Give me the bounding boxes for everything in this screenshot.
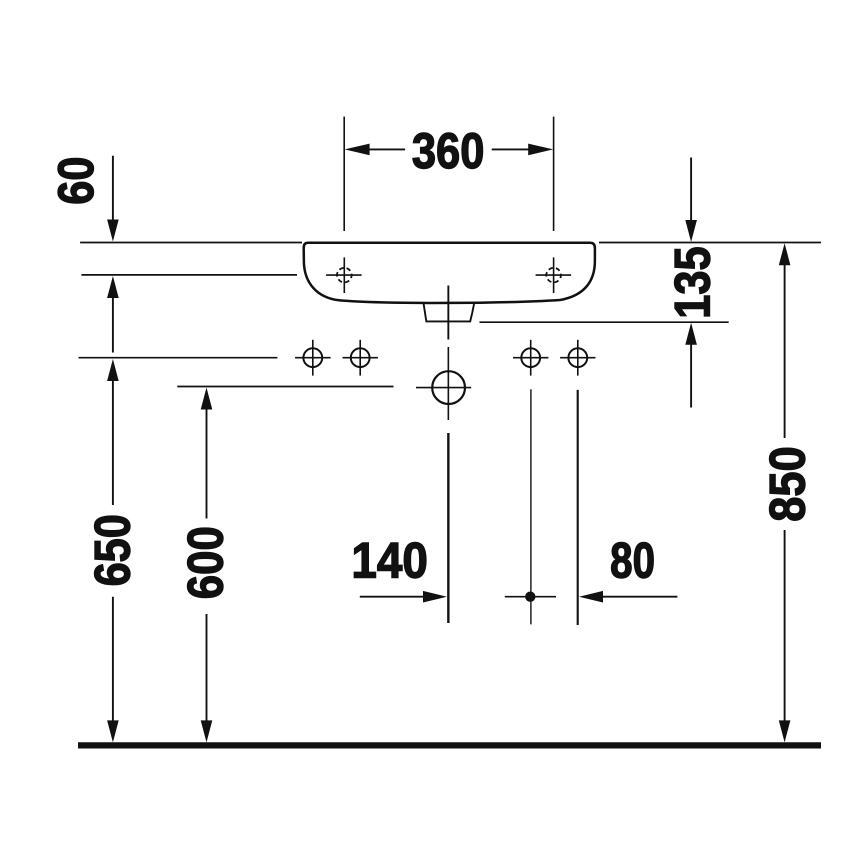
svg-text:650: 650 — [85, 514, 140, 586]
svg-text:360: 360 — [412, 123, 485, 178]
svg-text:140: 140 — [351, 534, 428, 589]
svg-text:600: 600 — [178, 526, 233, 599]
svg-text:850: 850 — [760, 446, 815, 521]
svg-text:60: 60 — [48, 157, 103, 205]
svg-text:135: 135 — [665, 246, 720, 318]
svg-text:80: 80 — [610, 532, 655, 588]
